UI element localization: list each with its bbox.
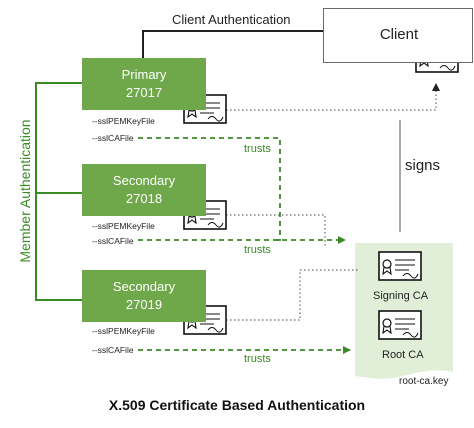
certificate-icon bbox=[378, 251, 422, 281]
trusts-label: trusts bbox=[244, 143, 271, 155]
member-auth-bracket bbox=[35, 82, 82, 301]
root-ca-label: Root CA bbox=[382, 349, 424, 361]
ssl-ca-file-option: --sslCAFile bbox=[92, 133, 134, 143]
member-authentication-label: Member Authentication bbox=[17, 119, 33, 263]
client-box: Client bbox=[323, 8, 473, 63]
signed-cert-path-27018 bbox=[226, 214, 326, 247]
signed-cert-to-client-path bbox=[226, 83, 440, 111]
member-node-primary: Primary 27017 bbox=[82, 58, 206, 110]
client-label: Client bbox=[379, 26, 419, 43]
ssl-pem-key-file-option: --sslPEMKeyFile bbox=[92, 116, 155, 126]
member-node-secondary-27018: Secondary 27018 bbox=[82, 164, 206, 216]
ssl-pem-key-file-option: --sslPEMKeyFile bbox=[92, 221, 155, 231]
member-port: 27018 bbox=[125, 191, 163, 206]
signed-cert-path-27019 bbox=[226, 269, 360, 321]
client-authentication-label: Client Authentication bbox=[172, 12, 291, 27]
root-ca-key-file-label: root-ca.key bbox=[399, 376, 449, 387]
member-role: Secondary bbox=[112, 279, 176, 294]
ssl-ca-file-option: --sslCAFile bbox=[92, 345, 134, 355]
client-auth-line bbox=[142, 30, 323, 58]
certificate-icon bbox=[378, 310, 422, 340]
ssl-pem-key-file-option: --sslPEMKeyFile bbox=[92, 326, 155, 336]
ssl-ca-file-option: --sslCAFile bbox=[92, 236, 134, 246]
trusts-label: trusts bbox=[244, 244, 271, 256]
member-port: 27017 bbox=[125, 85, 163, 100]
member-role: Secondary bbox=[112, 173, 176, 188]
signs-label: signs bbox=[405, 157, 441, 174]
member-node-secondary-27019: Secondary 27019 bbox=[82, 270, 206, 322]
trusts-label: trusts bbox=[244, 353, 271, 365]
member-role: Primary bbox=[121, 67, 167, 82]
diagram-title: X.509 Certificate Based Authentication bbox=[108, 397, 366, 413]
member-port: 27019 bbox=[125, 297, 163, 312]
signing-ca-label: Signing CA bbox=[373, 290, 429, 302]
